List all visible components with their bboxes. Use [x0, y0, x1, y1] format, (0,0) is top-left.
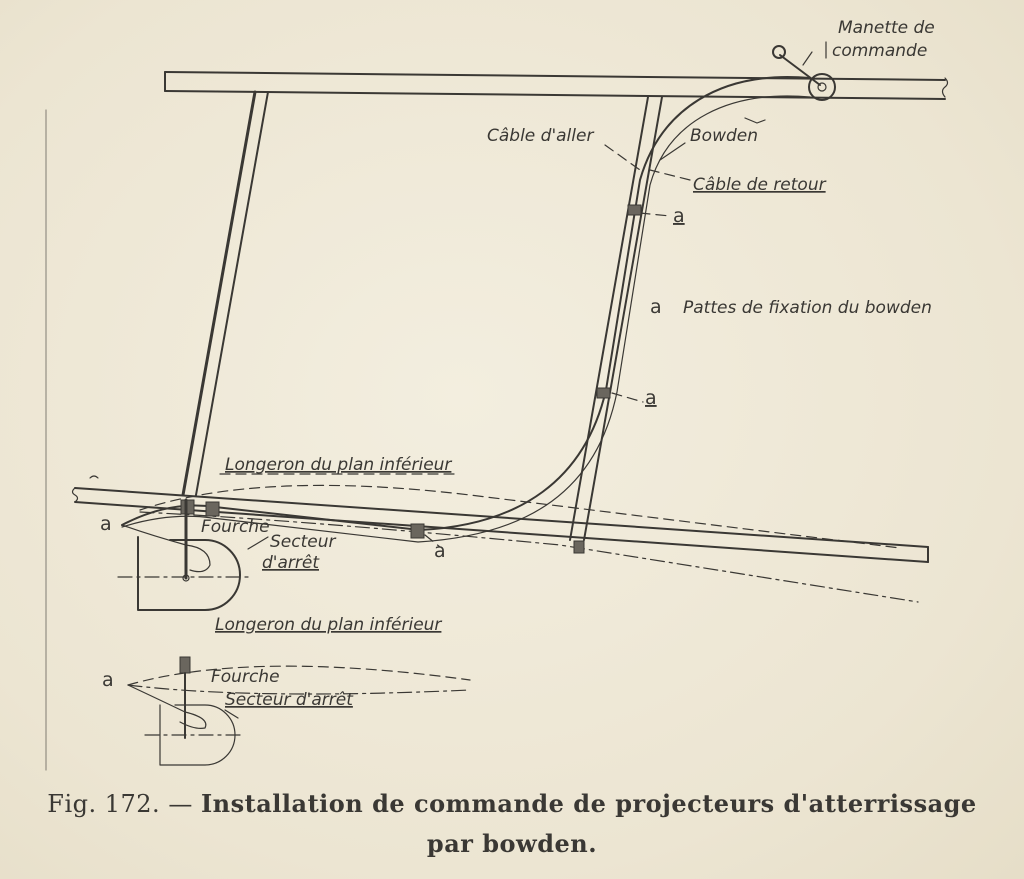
label-handle-2: commande — [832, 41, 927, 61]
caption-title-line-1: Installation de commande de projecteurs … — [200, 789, 977, 818]
legend-a-text: Pattes de fixation du bowden — [683, 298, 932, 318]
legend-a: a — [650, 296, 662, 318]
caption-line-1: Fig. 172. — Installation de commande de … — [0, 784, 1024, 824]
label-secteur-2: Secteur d'arrêt — [225, 690, 354, 710]
label-secteur-1b: d'arrêt — [262, 553, 320, 573]
lower-wing-profile — [139, 484, 919, 603]
label-longeron-2: Longeron du plan inférieur — [215, 615, 442, 635]
label-a-4: a — [100, 513, 112, 535]
label-a-5: a — [102, 669, 114, 691]
label-handle-1: Manette de — [838, 18, 935, 38]
label-longeron-1: Longeron du plan inférieur — [225, 455, 452, 475]
label-cable-retour: Câble de retour — [693, 175, 827, 195]
figure-caption: Fig. 172. — Installation de commande de … — [0, 784, 1024, 864]
caption-title-line-2: par bowden. — [426, 829, 598, 858]
leader-lines — [219, 142, 691, 548]
control-handle — [744, 41, 836, 124]
label-cable-aller: Câble d'aller — [487, 126, 594, 146]
caption-line-2: par bowden. — [0, 824, 1024, 864]
label-a-3: a — [434, 540, 446, 562]
label-a-1: a — [673, 205, 685, 227]
diagram-labels: Manette de commande Câble d'aller Bowden… — [100, 18, 935, 710]
left-strut — [181, 90, 269, 497]
projector-assembly-2 — [127, 631, 471, 766]
label-fourche-1: Fourche — [201, 517, 270, 537]
projector-assembly-1 — [117, 498, 269, 611]
label-fourche-2: Fourche — [211, 667, 280, 687]
right-strut — [569, 96, 663, 541]
label-a-2: a — [645, 387, 657, 409]
label-secteur-1a: Secteur — [270, 532, 336, 552]
caption-fig-number: Fig. 172. — — [47, 790, 193, 818]
label-bowden: Bowden — [690, 126, 758, 146]
